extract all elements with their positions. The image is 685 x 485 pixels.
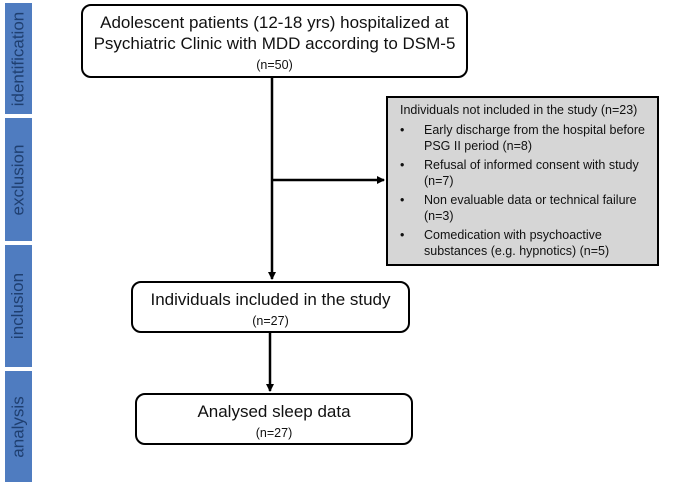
analysis-count: (n=27) xyxy=(255,426,293,440)
analysis-box: Analysed sleep data (n=27) xyxy=(135,393,413,445)
identification-box: Adolescent patients (12-18 yrs) hospital… xyxy=(81,4,468,78)
exclusion-header: Individuals not included in the study (n… xyxy=(400,103,638,117)
identification-line-2: Psychiatric Clinic with MDD according to… xyxy=(93,34,456,53)
exclusion-item: Non evaluable data or technical failure … xyxy=(400,192,649,225)
analysis-label: Analysed sleep data xyxy=(197,402,351,421)
inclusion-box: Individuals included in the study (n=27) xyxy=(131,281,410,333)
identification-count: (n=50) xyxy=(256,58,293,72)
inclusion-label: Individuals included in the study xyxy=(150,290,391,309)
exclusion-item: Refusal of informed consent with study (… xyxy=(400,157,649,190)
identification-line-1: Adolescent patients (12-18 yrs) hospital… xyxy=(100,13,449,32)
exclusion-list: Early discharge from the hospital before… xyxy=(400,122,649,260)
stage-bar-inclusion: inclusion xyxy=(5,245,32,367)
stage-bar-exclusion: exclusion xyxy=(5,118,32,241)
exclusion-box: Individuals not included in the study (n… xyxy=(386,96,659,266)
exclusion-item: Early discharge from the hospital before… xyxy=(400,122,649,155)
exclusion-item: Comedication with psychoactive substance… xyxy=(400,227,649,260)
stage-bar-identification: identification xyxy=(5,3,32,114)
inclusion-count: (n=27) xyxy=(252,314,289,328)
stage-bar-analysis: analysis xyxy=(5,371,32,482)
